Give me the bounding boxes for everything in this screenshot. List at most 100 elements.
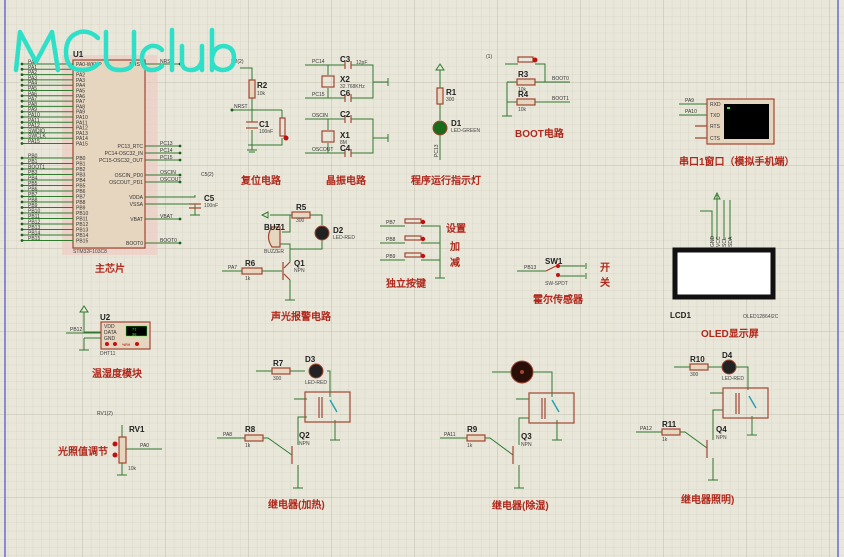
net-junction [178,158,182,162]
mcu-pin-label: PA12 [76,126,88,132]
run-led-d-val-label: LED-GREEN [451,128,481,134]
relay-heat-d-val-label: LED-RED [305,380,327,386]
schematic-shape [556,273,560,277]
schematic-shape [105,342,109,346]
mcu-net-label: PA4 [28,81,37,87]
net-junction [20,162,24,165]
schematic-shape [528,392,575,424]
net-junction [20,115,24,119]
uart-pins-3-label: CTS [710,136,721,142]
net-junction [178,241,182,245]
relay-heat-net-label: PA8 [223,432,232,438]
schematic-shape [695,125,707,139]
mcu-u1[interactable]: U1 STM32F103C8 PA0-WKUPPA0PA1PA1PA2PA2PA… [20,50,182,255]
schematic-shape [241,267,263,275]
net-junction [20,110,24,114]
mcu-net-label: SWDIO [28,128,45,134]
net-junction [20,239,24,242]
mcu-net-label: PB0 [28,154,38,160]
reset-probe-label: R2(2) [231,59,244,65]
schematic-shape [516,78,536,86]
schematic-shape [541,398,546,419]
relay-heat-r7-label: R7 [273,359,284,368]
mcu-pin-label: PB8 [76,200,86,206]
mcu-net-label: NRST [160,59,174,65]
schematic-shape [404,252,422,258]
schematic-shape [66,305,101,351]
relay-light-q-label: Q4 [716,425,727,434]
run-led-net-label: PC13 [434,144,440,157]
net-junction [20,142,24,145]
mcu-pin-label: PC15-OSC32_OUT [99,158,143,164]
schematic-shape [291,211,311,219]
crystal-nets-3-label: OSCOUT [312,147,333,153]
mcu-net-label: PB1 [28,159,38,165]
mcu-net-label: PB12 [28,220,40,226]
mcu-pin-label: NRST [129,62,143,68]
schematic-shape [420,236,426,242]
net-junction [20,131,24,135]
mcu-pin-label: PB13 [76,228,88,234]
alarm-d2-val-label: LED-RED [333,235,355,241]
crystal-c2-label: C2 [340,110,351,119]
mcu-pin-label: PB1 [76,162,86,168]
boot-nets-0-label: BOOT0 [552,76,569,82]
crystal-nets-1-label: PC15 [312,92,325,98]
schematic-shape [217,370,340,489]
schematic-shape [679,103,707,116]
schematic-shape [118,436,127,464]
schematic-shape [420,219,426,225]
mcu-pin-label: PA4 [76,83,85,89]
relay-light-d-val-label: LED-RED [722,376,744,382]
schematic-shape [232,67,283,146]
mcu-pin-label: PB2 [76,167,86,173]
boot-r-val-label: 10k [518,107,527,113]
c5-val-label: 100nF [204,203,218,209]
oled-pins-1-label: VCC [716,236,722,247]
relay-dehum-net-label: PA11 [444,432,456,438]
boot-title: BOOT电路 [515,127,565,140]
light-probe-label: RV1(2) [97,411,113,417]
dht-pins-2-label: GND [104,336,116,342]
schematic-shape [321,130,335,143]
reset-title: 复位电路 [240,174,282,187]
mcu-pin-label: PB4 [76,178,86,184]
mcu-net-label: PB6 [28,187,38,193]
crystal-x2-label: X2 [340,75,350,84]
mcu-pin-label: PA9 [76,110,85,116]
mcu-pin-label: PB6 [76,189,86,195]
dht-pins-0-label: VDD [104,324,115,330]
c5-ref-label: C5 [204,194,215,203]
alarm-net-label: PA7 [228,265,237,271]
net-junction [20,73,24,76]
mcu-pin-label: PB3 [76,173,86,179]
schematic-shape [404,235,422,241]
crystal-title: 晶振电路 [326,174,367,187]
run-led-d-label: D1 [451,119,462,128]
run-led-r-val-label: 300 [446,97,455,103]
mcu-net-label: PB7 [28,192,38,198]
schematic-shape [314,225,330,241]
schematic-shape [321,75,335,88]
mcu-net-label: PB9 [28,203,38,209]
mcu-pin-label: PB9 [76,206,86,212]
mcu-net-label: PB15 [28,236,40,242]
net-junction [20,217,24,220]
schematic-shape [13,29,61,73]
